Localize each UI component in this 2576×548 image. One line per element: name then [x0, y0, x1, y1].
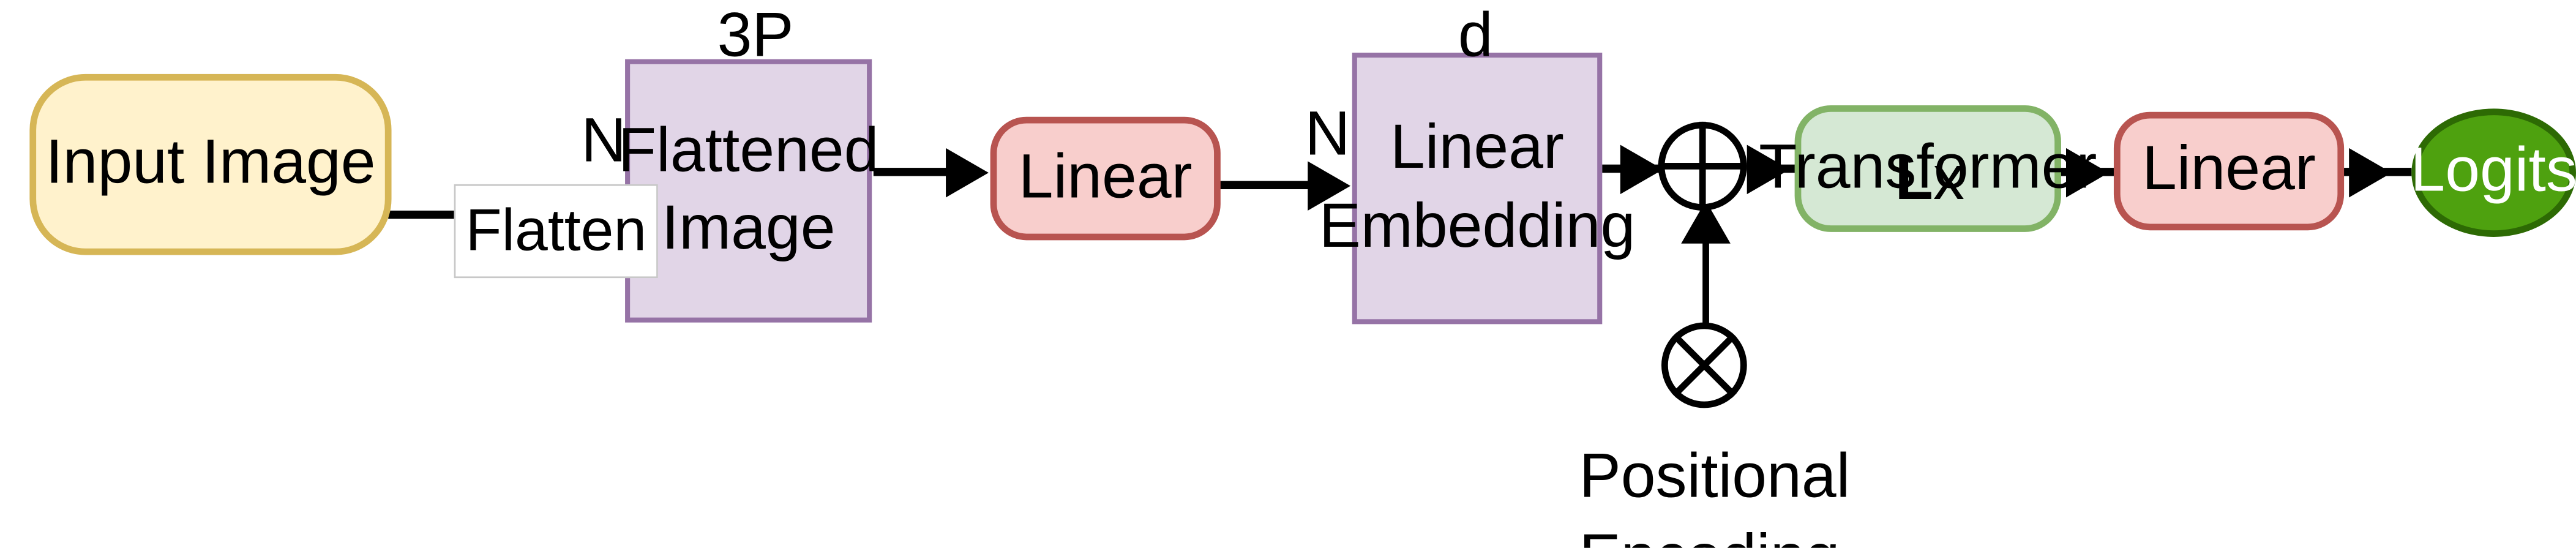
edge-positional-encoding-to-add	[1702, 230, 1709, 329]
lx-bold-part: L	[1895, 145, 1933, 215]
arrowhead-to-linear-embedding	[1308, 161, 1351, 211]
node-flattened-image[interactable]: Flattened Image	[618, 59, 879, 323]
edge-label-lx: Lx	[1895, 59, 1964, 222]
circled-plus-icon[interactable]	[1658, 121, 1747, 211]
arrowhead-to-transformer	[1747, 145, 1790, 195]
node-label-flattened-image: Flattened Image	[618, 116, 879, 263]
node-logits[interactable]: Logits	[2410, 108, 2576, 237]
node-label-logits: Logits	[2410, 137, 2576, 206]
edge-label-n-first: N	[581, 107, 627, 176]
edge-label-n-second: N	[1305, 100, 1350, 170]
node-linear-2[interactable]: Linear	[2113, 111, 2345, 231]
node-linear-1[interactable]: Linear	[990, 116, 1221, 241]
circled-times-icon[interactable]	[1661, 322, 1747, 408]
plus-vertical-bar	[1699, 121, 1706, 211]
node-label-linear-embedding: Linear Embedding	[1319, 113, 1636, 261]
arrowhead-to-add	[1620, 145, 1663, 195]
node-input-image[interactable]: Input Image	[29, 73, 392, 255]
arrowhead-to-linear1	[946, 148, 989, 198]
node-label-input-image: Input Image	[45, 129, 376, 198]
edge-label-3p: 3P	[717, 1, 794, 71]
edge-label-d: d	[1458, 1, 1493, 71]
lx-rest-part: x	[1933, 145, 1964, 215]
annotation-positional-encoding: Positional Encoding	[1579, 442, 1851, 548]
node-transformer[interactable]: Transformer	[1759, 105, 2097, 232]
node-label-transformer: Transformer	[1759, 132, 2097, 202]
arrowhead-to-logits	[2349, 148, 2392, 198]
edge-flattened-image-to-linear1	[873, 168, 956, 176]
edge-label-flatten: Flatten	[454, 184, 659, 278]
node-linear-embedding[interactable]: Linear Embedding	[1319, 52, 1635, 325]
node-label-linear-2: Linear	[2142, 135, 2316, 205]
arrowhead-to-linear2	[2065, 148, 2109, 198]
node-label-linear-1: Linear	[1018, 143, 1193, 212]
